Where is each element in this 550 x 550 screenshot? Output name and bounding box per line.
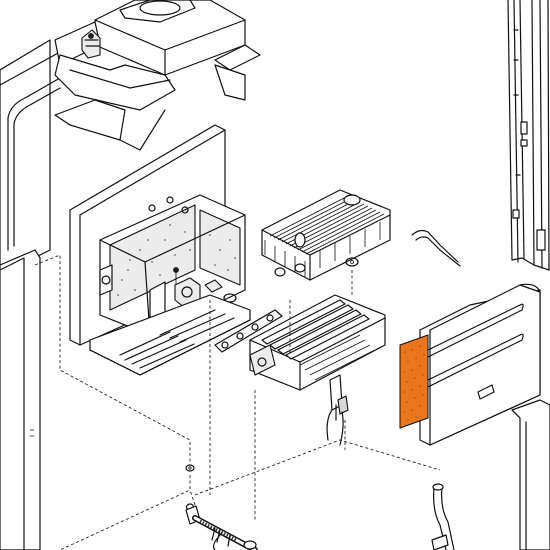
heat-exchanger	[261, 189, 391, 281]
gas-pipe-right	[431, 483, 455, 550]
gas-fittings	[185, 464, 258, 550]
assembly-guide-lines	[34, 254, 441, 550]
insulation-panel-highlight	[399, 334, 429, 429]
casing-side-right	[511, 399, 550, 550]
wire-bracket	[411, 229, 461, 267]
flue-hood	[54, 0, 261, 151]
main-burner	[249, 294, 386, 391]
boiler-casing	[0, 39, 61, 550]
base-tray	[89, 294, 251, 376]
right-frame-rails	[507, 0, 550, 271]
combustion-chamber	[99, 194, 246, 336]
burner-manifold	[214, 309, 283, 353]
front-panel	[419, 283, 541, 446]
electrode-assembly	[173, 267, 237, 309]
ignition-electrode	[326, 374, 349, 446]
